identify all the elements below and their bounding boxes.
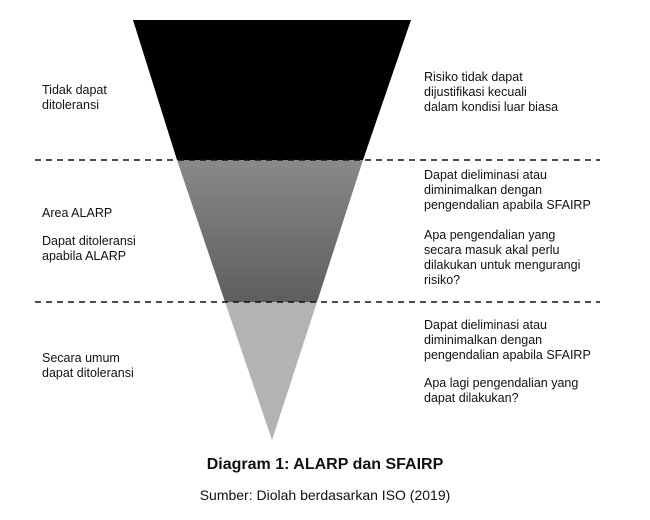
acceptable-description-question: Apa lagi pengendalian yang dapat dilakuk… — [424, 376, 579, 405]
tolerable-if-alarp-label: Dapat ditoleransi apabila ALARP — [42, 234, 136, 263]
intolerable-zone — [133, 20, 411, 160]
acceptable-description-sfairp: Dapat dieliminasi atau diminimalkan deng… — [424, 318, 591, 362]
intolerable-label: Tidak dapat ditoleransi — [42, 83, 107, 112]
broadly-acceptable-zone — [225, 302, 317, 440]
alarp-description-question: Apa pengendalian yang secara masuk akal … — [424, 228, 581, 287]
intolerable-description: Risiko tidak dapat dijustifikasi kecuali… — [424, 70, 559, 114]
diagram-caption: Diagram 1: ALARP dan SFAIRP — [206, 456, 444, 473]
broadly-acceptable-label: Secara umum dapat ditoleransi — [42, 351, 134, 380]
alarp-zone — [177, 160, 363, 302]
alarp-description-sfairp: Dapat dieliminasi atau diminimalkan deng… — [424, 168, 591, 212]
source-note: Sumber: Diolah berdasarkan ISO (2019) — [199, 487, 451, 503]
alarp-area-label: Area ALARP — [42, 206, 113, 220]
